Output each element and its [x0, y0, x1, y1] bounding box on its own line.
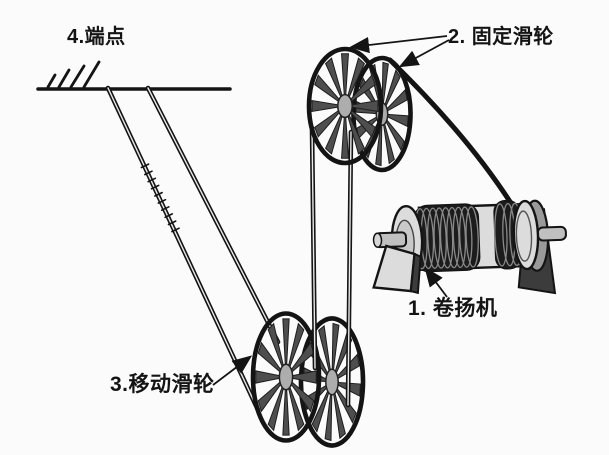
hoist-rope [387, 57, 517, 211]
arrow-moving-pulley [212, 355, 253, 386]
rope-texture [140, 163, 180, 233]
label-endpoint: 4.端点 [67, 26, 126, 48]
label-moving-pulley: 3.移动滑轮 [110, 373, 215, 396]
vertical-rope-right [345, 129, 354, 408]
arrow-winch [424, 266, 448, 298]
winch [372, 199, 567, 295]
ceiling-anchor [36, 60, 232, 91]
arrow-fixed-pulley-2 [398, 39, 450, 68]
anchor-rope-right [145, 85, 281, 345]
anchor-rope-left [105, 85, 261, 413]
label-winch: 1. 卷扬机 [408, 297, 498, 320]
winch-right-flange [512, 199, 540, 271]
vertical-rope-left [309, 125, 318, 371]
annotation-arrows [212, 35, 450, 386]
winch-coil-left [413, 203, 481, 273]
label-fixed-pulley: 2. 固定滑轮 [448, 26, 554, 48]
winch-right-axle [536, 225, 567, 242]
fixed-pulley-front [309, 49, 381, 163]
arrow-fixed-pulley-1 [349, 35, 448, 54]
moving-pulley-front [253, 314, 319, 441]
winch-left-bracket [372, 244, 416, 293]
